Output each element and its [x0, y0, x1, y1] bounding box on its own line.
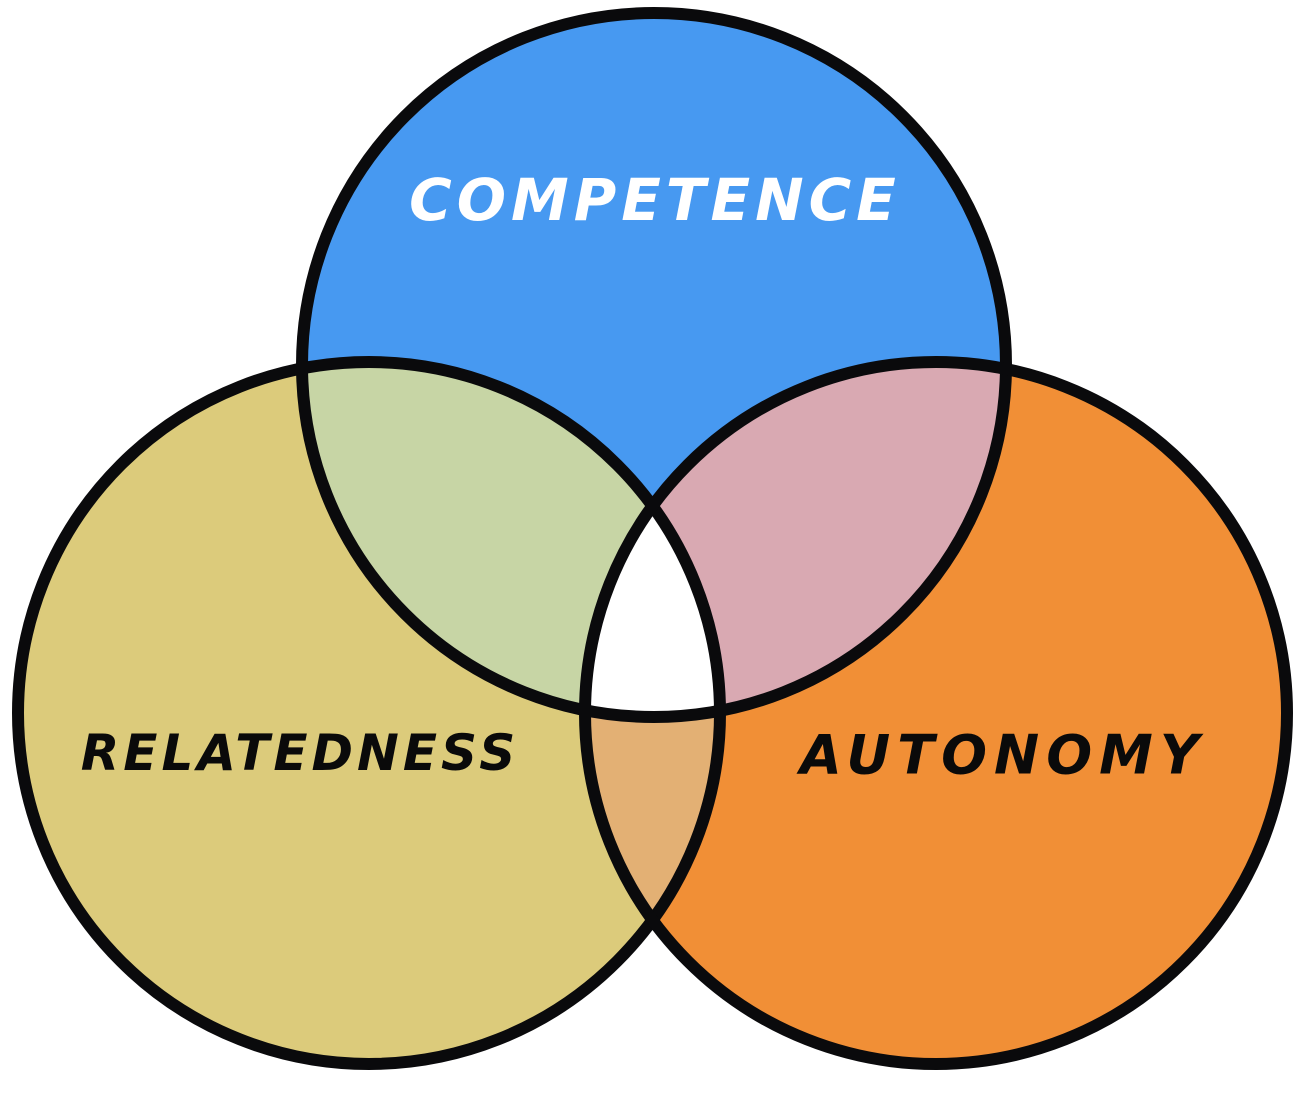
- competence-label: Competence: [409, 166, 901, 234]
- relatedness-label: Relatedness: [80, 724, 520, 782]
- relatedness-outline: [12, 356, 726, 1070]
- autonomy-label: Autonomy: [800, 723, 1206, 787]
- autonomy-outline: [579, 356, 1293, 1070]
